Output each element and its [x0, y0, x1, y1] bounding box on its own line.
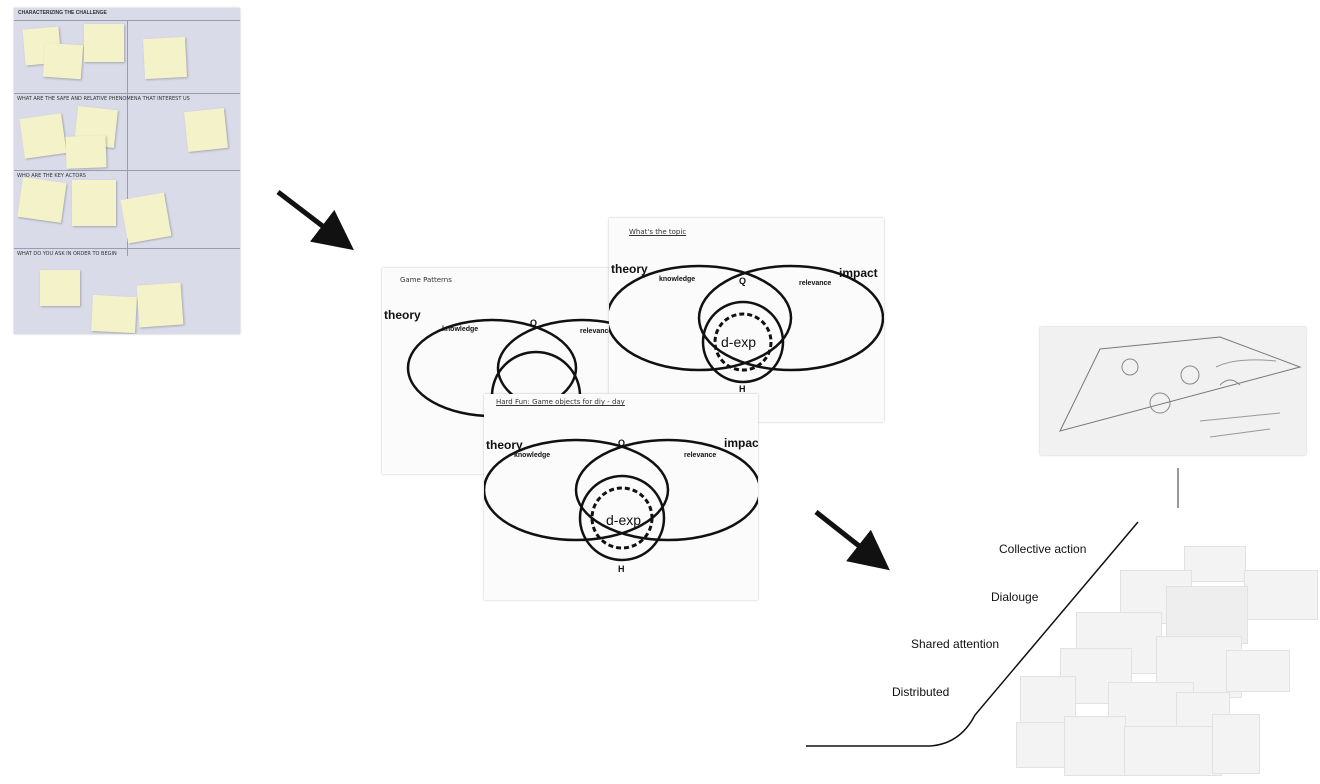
sticky-note — [84, 24, 124, 62]
board-title: CHARACTERIZING THE CHALLENGE — [18, 10, 107, 16]
sketch-thumbnail — [1124, 726, 1222, 776]
sticky-note — [40, 270, 80, 306]
sketch-thumbnail — [1166, 586, 1248, 644]
sketch-thumbnail — [1016, 722, 1068, 768]
level-dialogue: Dialouge — [991, 590, 1039, 604]
theory-label: theory — [486, 438, 523, 452]
arrow-1 — [276, 190, 354, 251]
relevance-label: relevance — [799, 280, 832, 287]
knowledge-label: knowledge — [514, 452, 551, 459]
center-label: d-exp — [606, 512, 642, 528]
q-label: Q — [739, 276, 747, 286]
sketch-collage — [1016, 546, 1318, 776]
center-label: d-exp — [721, 334, 757, 350]
sketch-drawing — [1059, 336, 1302, 438]
level-shared-attention: Shared attention — [911, 637, 1000, 651]
venn-sheet-right: What's the topic theory impact knowledge… — [609, 218, 884, 422]
impact-label: impact — [724, 436, 758, 450]
venn-sheet-front: Hard Fun: Game objects for diy - day the… — [484, 394, 758, 600]
knowledge-label: knowledge — [442, 326, 479, 333]
divider — [14, 93, 240, 94]
sticky-note — [72, 180, 116, 226]
q-label: Q — [530, 318, 538, 328]
q-label: Q — [618, 438, 626, 448]
row-label: WHAT DO YOU ASK IN ORDER TO BEGIN — [17, 251, 117, 257]
venn-diagram — [484, 438, 758, 562]
arrow-2 — [814, 510, 890, 571]
divider — [14, 248, 240, 249]
sheet-title: Hard Fun: Game objects for diy - day — [496, 398, 625, 406]
divider — [14, 170, 240, 171]
sketch-thumbnail — [1244, 570, 1318, 620]
level-collective-action: Collective action — [999, 542, 1087, 556]
level-distributed: Distributed — [892, 685, 950, 699]
h-label: H — [618, 564, 625, 574]
growth-curve — [806, 521, 1139, 747]
sketch-thumbnail — [1212, 714, 1260, 774]
row-label: WHO ARE THE KEY ACTORS — [17, 173, 86, 179]
sketch-thumbnail — [1184, 546, 1246, 582]
sketch-thumbnail — [1226, 650, 1290, 692]
relevance-label: relevance — [684, 452, 717, 459]
sketch-thumbnail — [1064, 716, 1126, 776]
sheet-title: What's the topic — [629, 228, 687, 236]
sheet-title: Game Patterns — [400, 276, 452, 284]
sticky-note-board-photo: CHARACTERIZING THE CHALLENGE WHAT ARE TH… — [14, 8, 240, 334]
sketch-photo — [1040, 327, 1306, 455]
theory-label: theory — [384, 308, 421, 322]
divider — [127, 20, 128, 256]
row-label: WHAT ARE THE SAFE AND RELATIVE PHENOMENA… — [17, 96, 190, 102]
knowledge-label: knowledge — [659, 276, 696, 283]
theory-label: theory — [611, 262, 648, 276]
venn-diagram — [609, 264, 884, 384]
relevance-label: relevance — [580, 328, 613, 335]
h-label: H — [739, 384, 746, 394]
